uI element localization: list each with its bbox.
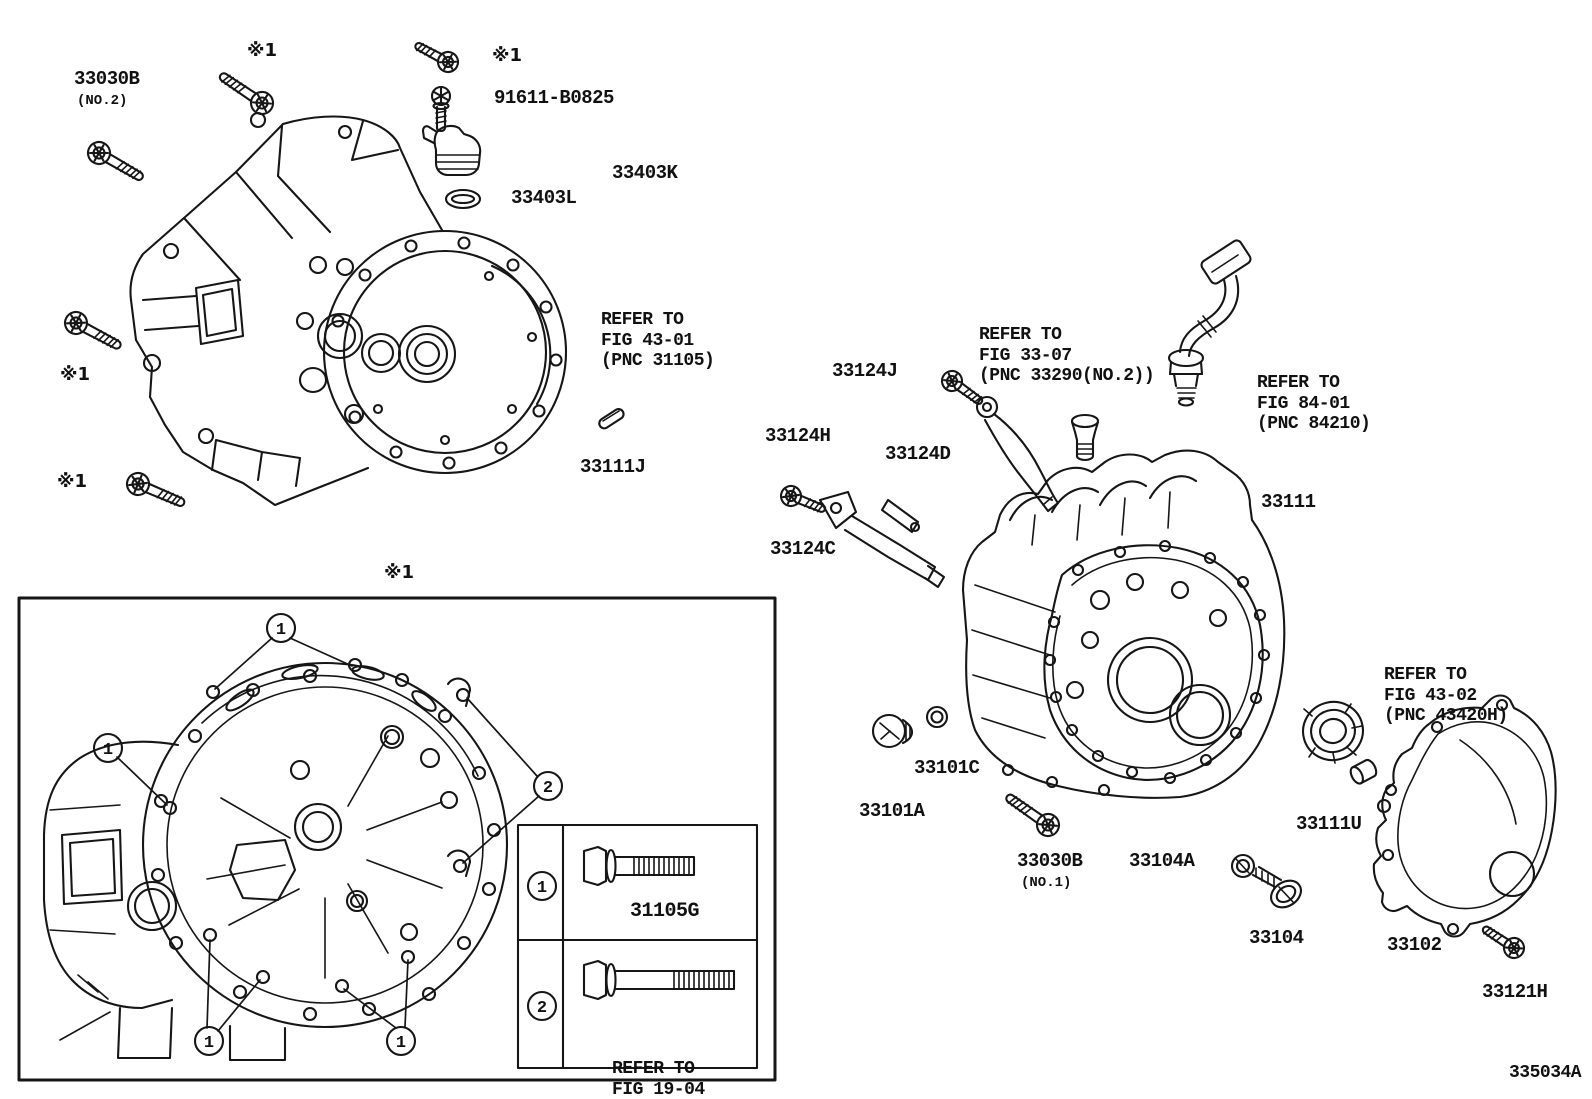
plug-33101a	[871, 713, 914, 749]
label-no2: (NO.2)	[77, 93, 128, 109]
label-33124j: 33124J	[832, 360, 898, 382]
marker-ref1-b: ※1	[492, 45, 523, 66]
bolt-33030b-no1	[999, 786, 1065, 842]
callout-1-bottom-left: 1	[193, 1025, 225, 1057]
marker-ref1-c: ※1	[60, 364, 91, 385]
back-up-lamp-switch-assembly	[1167, 239, 1252, 407]
svg-text:1: 1	[204, 1034, 214, 1053]
bolt-33121h	[1476, 918, 1529, 963]
label-33111j: 33111J	[580, 456, 646, 478]
label-33403l: 33403L	[511, 187, 577, 209]
marker-ref1-d: ※1	[57, 471, 88, 492]
legend-table: 1 2	[516, 823, 759, 1070]
label-33111u: 33111U	[1296, 813, 1362, 835]
case-cover-33102	[1372, 694, 1557, 938]
label-33104a: 33104A	[1129, 850, 1195, 872]
check-ball	[1376, 798, 1392, 814]
label-33030b-no2: 33030B	[74, 68, 140, 90]
svg-text:2: 2	[537, 999, 547, 1018]
svg-text:2: 2	[543, 779, 553, 798]
union-cap-33403k	[421, 124, 482, 177]
label-33101a: 33101A	[859, 800, 925, 822]
label-33121h: 33121H	[1482, 981, 1548, 1003]
label-33124d: 33124D	[885, 443, 951, 465]
inset-callouts: 1 1 2 1 1	[92, 612, 564, 1057]
label-33124h: 33124H	[765, 425, 831, 447]
bolt-ref1-left	[60, 307, 127, 358]
label-31105g: 31105G	[630, 900, 700, 923]
label-33101c: 33101C	[914, 757, 980, 779]
callout-2-right: 2	[532, 770, 564, 802]
svg-text:1: 1	[396, 1034, 406, 1053]
legend-bolt-fig1904	[582, 959, 736, 1001]
bolt-ref1-top-left	[213, 64, 279, 120]
label-33104: 33104	[1249, 927, 1304, 949]
figure-code: 335034A	[1509, 1063, 1582, 1083]
callout-1-bottom-right: 1	[385, 1025, 417, 1057]
label-33102: 33102	[1387, 934, 1442, 956]
legend-callout-2: 2	[526, 990, 558, 1022]
seal-33104a	[1230, 853, 1256, 879]
marker-ref1-a: ※1	[247, 40, 278, 61]
legend-callout-1: 1	[526, 870, 558, 902]
label-33030b-no1: 33030B	[1017, 850, 1083, 872]
label-33124c: 33124C	[770, 538, 836, 560]
svg-text:1: 1	[537, 879, 547, 898]
label-33403k: 33403K	[612, 162, 678, 184]
label-91611-b0825: 91611-B0825	[494, 87, 614, 109]
bolt-33030b-no2	[82, 136, 149, 189]
clutch-housing-inset-view	[42, 657, 509, 1062]
pin-33111j	[598, 408, 625, 430]
bolt-ref1-bottom-left	[122, 468, 190, 515]
bolt-91611	[430, 85, 452, 133]
inset-box	[17, 596, 777, 1082]
svg-text:1: 1	[276, 621, 286, 640]
breather-plug	[1070, 413, 1100, 462]
bracket-33124c	[818, 490, 946, 589]
plug-33111u	[1349, 758, 1378, 785]
bolt-ref1-top-right	[410, 34, 463, 77]
construction-dashed-lines	[140, 32, 1295, 852]
callout-1-left: 1	[92, 732, 124, 764]
callout-1-top: 1	[265, 612, 297, 644]
label-33111: 33111	[1261, 491, 1316, 513]
label-leaders-dotted	[76, 55, 1514, 984]
marker-ref1-inset: ※1	[384, 562, 415, 583]
label-no1: (NO.1)	[1021, 875, 1072, 891]
bracket-33124d	[975, 395, 1060, 513]
transaxle-case-rear-view	[129, 111, 568, 507]
oring-33101c	[925, 705, 949, 729]
plug-33104	[1251, 865, 1302, 909]
legend-bolt-31105g	[582, 845, 696, 887]
transaxle-case-33111	[961, 449, 1286, 799]
bearing-race-43420h	[1302, 700, 1364, 764]
svg-text:1: 1	[103, 741, 113, 760]
oring-33403l	[444, 188, 482, 210]
